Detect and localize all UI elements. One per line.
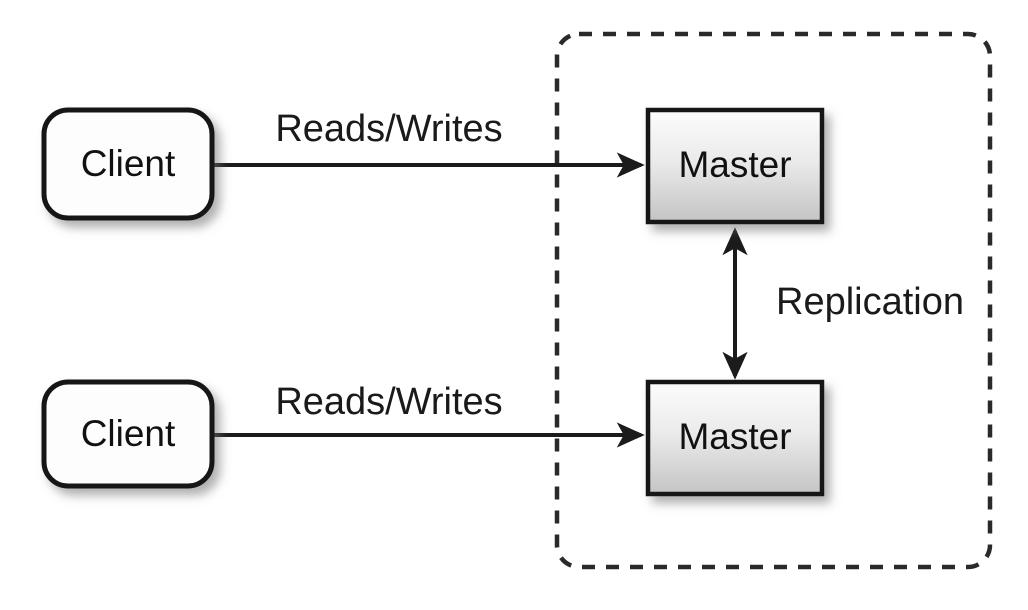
master-bottom-shape [645,379,825,497]
node-client-bottom[interactable]: Client [41,379,215,489]
node-master-bottom[interactable]: Master [645,379,825,497]
master-bottom-label: Master [678,416,791,457]
master-top-shape [645,107,825,225]
edge-label-reads-writes-bottom: Reads/Writes [275,381,502,423]
client-bottom-label: Client [81,413,176,454]
client-bottom-shape [41,379,215,489]
node-master-top[interactable]: Master [645,107,825,225]
master-top-label: Master [678,144,791,185]
edge-label-reads-writes-top: Reads/Writes [275,108,502,150]
node-client-top[interactable]: Client [41,107,215,221]
cluster-group-boundary [554,31,993,570]
edge-label-replication: Replication [776,281,964,323]
client-top-shape [41,107,215,221]
client-top-label: Client [81,143,176,184]
